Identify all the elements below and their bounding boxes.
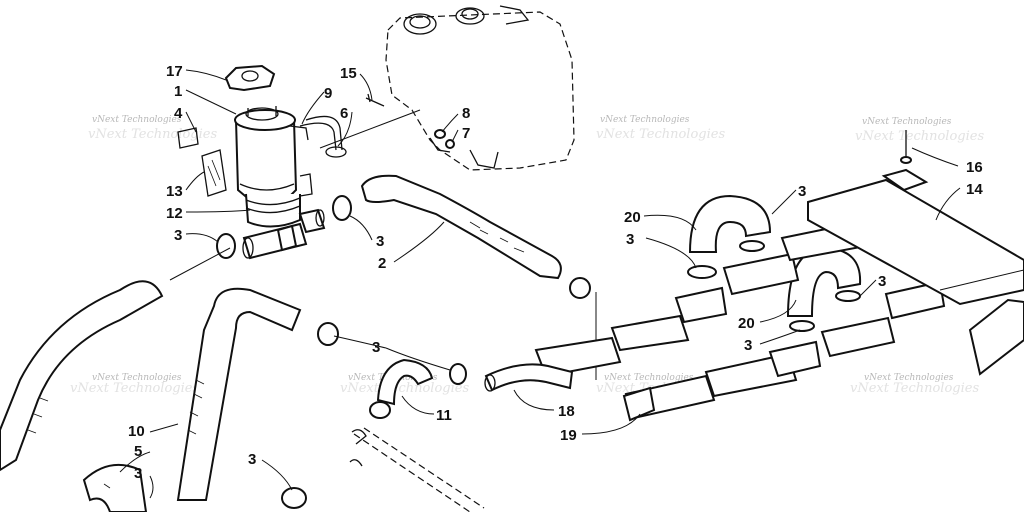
foam-pad xyxy=(201,149,227,197)
callout-3-left: 3 xyxy=(134,465,142,482)
callout-3-right: 3 xyxy=(798,183,806,200)
outlet-tube xyxy=(622,386,656,422)
watermark-shadow-2: vNext Technologies xyxy=(596,127,725,142)
callout-3-upper: 3 xyxy=(376,233,384,250)
watermark-3: vNext Technologies xyxy=(862,117,952,127)
callout-3-lower: 3 xyxy=(744,337,752,354)
heat-exchanger-rails xyxy=(534,220,946,420)
callout-18: 18 xyxy=(558,403,575,420)
watermark-shadow-3: vNext Technologies xyxy=(855,129,984,144)
lower-frame xyxy=(349,427,485,512)
callout-5: 5 xyxy=(134,443,142,460)
small-elbow xyxy=(376,358,434,406)
push-rivet xyxy=(881,130,929,192)
callout-13: 13 xyxy=(166,183,183,200)
upper-hose xyxy=(360,174,562,280)
heat-exchanger-plate xyxy=(807,178,1024,376)
callout-14: 14 xyxy=(966,181,983,198)
coolant-tank xyxy=(385,5,575,171)
callout-3-elbow: 3 xyxy=(626,231,634,248)
long-hose-10 xyxy=(176,287,302,501)
leader-lines xyxy=(119,69,961,499)
watermark-5: vNext Technologies xyxy=(604,373,694,383)
watermark-shadow-6: vNext Technologies xyxy=(850,381,979,396)
watermarks: vNext Technologies vNext Technologies vN… xyxy=(70,115,984,396)
callout-9: 9 xyxy=(324,85,332,102)
callout-20-upper: 20 xyxy=(624,209,641,226)
callout-19: 19 xyxy=(560,427,577,444)
callout-15: 15 xyxy=(340,65,357,82)
callout-12: 12 xyxy=(166,205,183,222)
watermark-7: vNext Technologies xyxy=(92,373,182,383)
rubber-elbow-upper xyxy=(688,194,772,253)
callout-16: 16 xyxy=(966,159,983,176)
watermark-shadow-4: vNext Technologies xyxy=(340,381,469,396)
tee-fitting xyxy=(242,208,326,260)
callout-10: 10 xyxy=(128,423,145,440)
callout-8: 8 xyxy=(462,105,470,122)
decal xyxy=(177,127,199,149)
callout-1: 1 xyxy=(174,83,182,100)
callout-3-tee: 3 xyxy=(174,227,182,244)
lower-pipe xyxy=(484,363,574,392)
callouts: 17 1 4 9 15 6 8 7 13 12 3 3 2 20 3 3 16 … xyxy=(128,63,983,482)
callout-6: 6 xyxy=(340,105,348,122)
watermark-6: vNext Technologies xyxy=(864,373,954,383)
callout-3-middle: 3 xyxy=(372,339,380,356)
watermark-shadow-7: vNext Technologies xyxy=(70,381,199,396)
callout-3-bottom: 3 xyxy=(248,451,256,468)
hose-clamps xyxy=(216,195,861,509)
callout-7: 7 xyxy=(462,125,470,142)
callout-17: 17 xyxy=(166,63,183,80)
radiator-cap xyxy=(224,64,276,92)
callout-4: 4 xyxy=(174,105,183,122)
fittings xyxy=(434,129,455,149)
callout-11: 11 xyxy=(436,407,452,424)
callout-2: 2 xyxy=(378,255,386,272)
watermark-2: vNext Technologies xyxy=(600,115,690,125)
long-hose-5 xyxy=(0,280,164,512)
watermark-1: vNext Technologies xyxy=(92,115,182,125)
mounting-band xyxy=(245,173,313,228)
callout-3-plate: 3 xyxy=(878,273,886,290)
screw xyxy=(365,93,385,107)
surge-tank xyxy=(234,106,309,201)
callout-20-lower: 20 xyxy=(738,315,755,332)
overflow-hose xyxy=(299,115,347,158)
